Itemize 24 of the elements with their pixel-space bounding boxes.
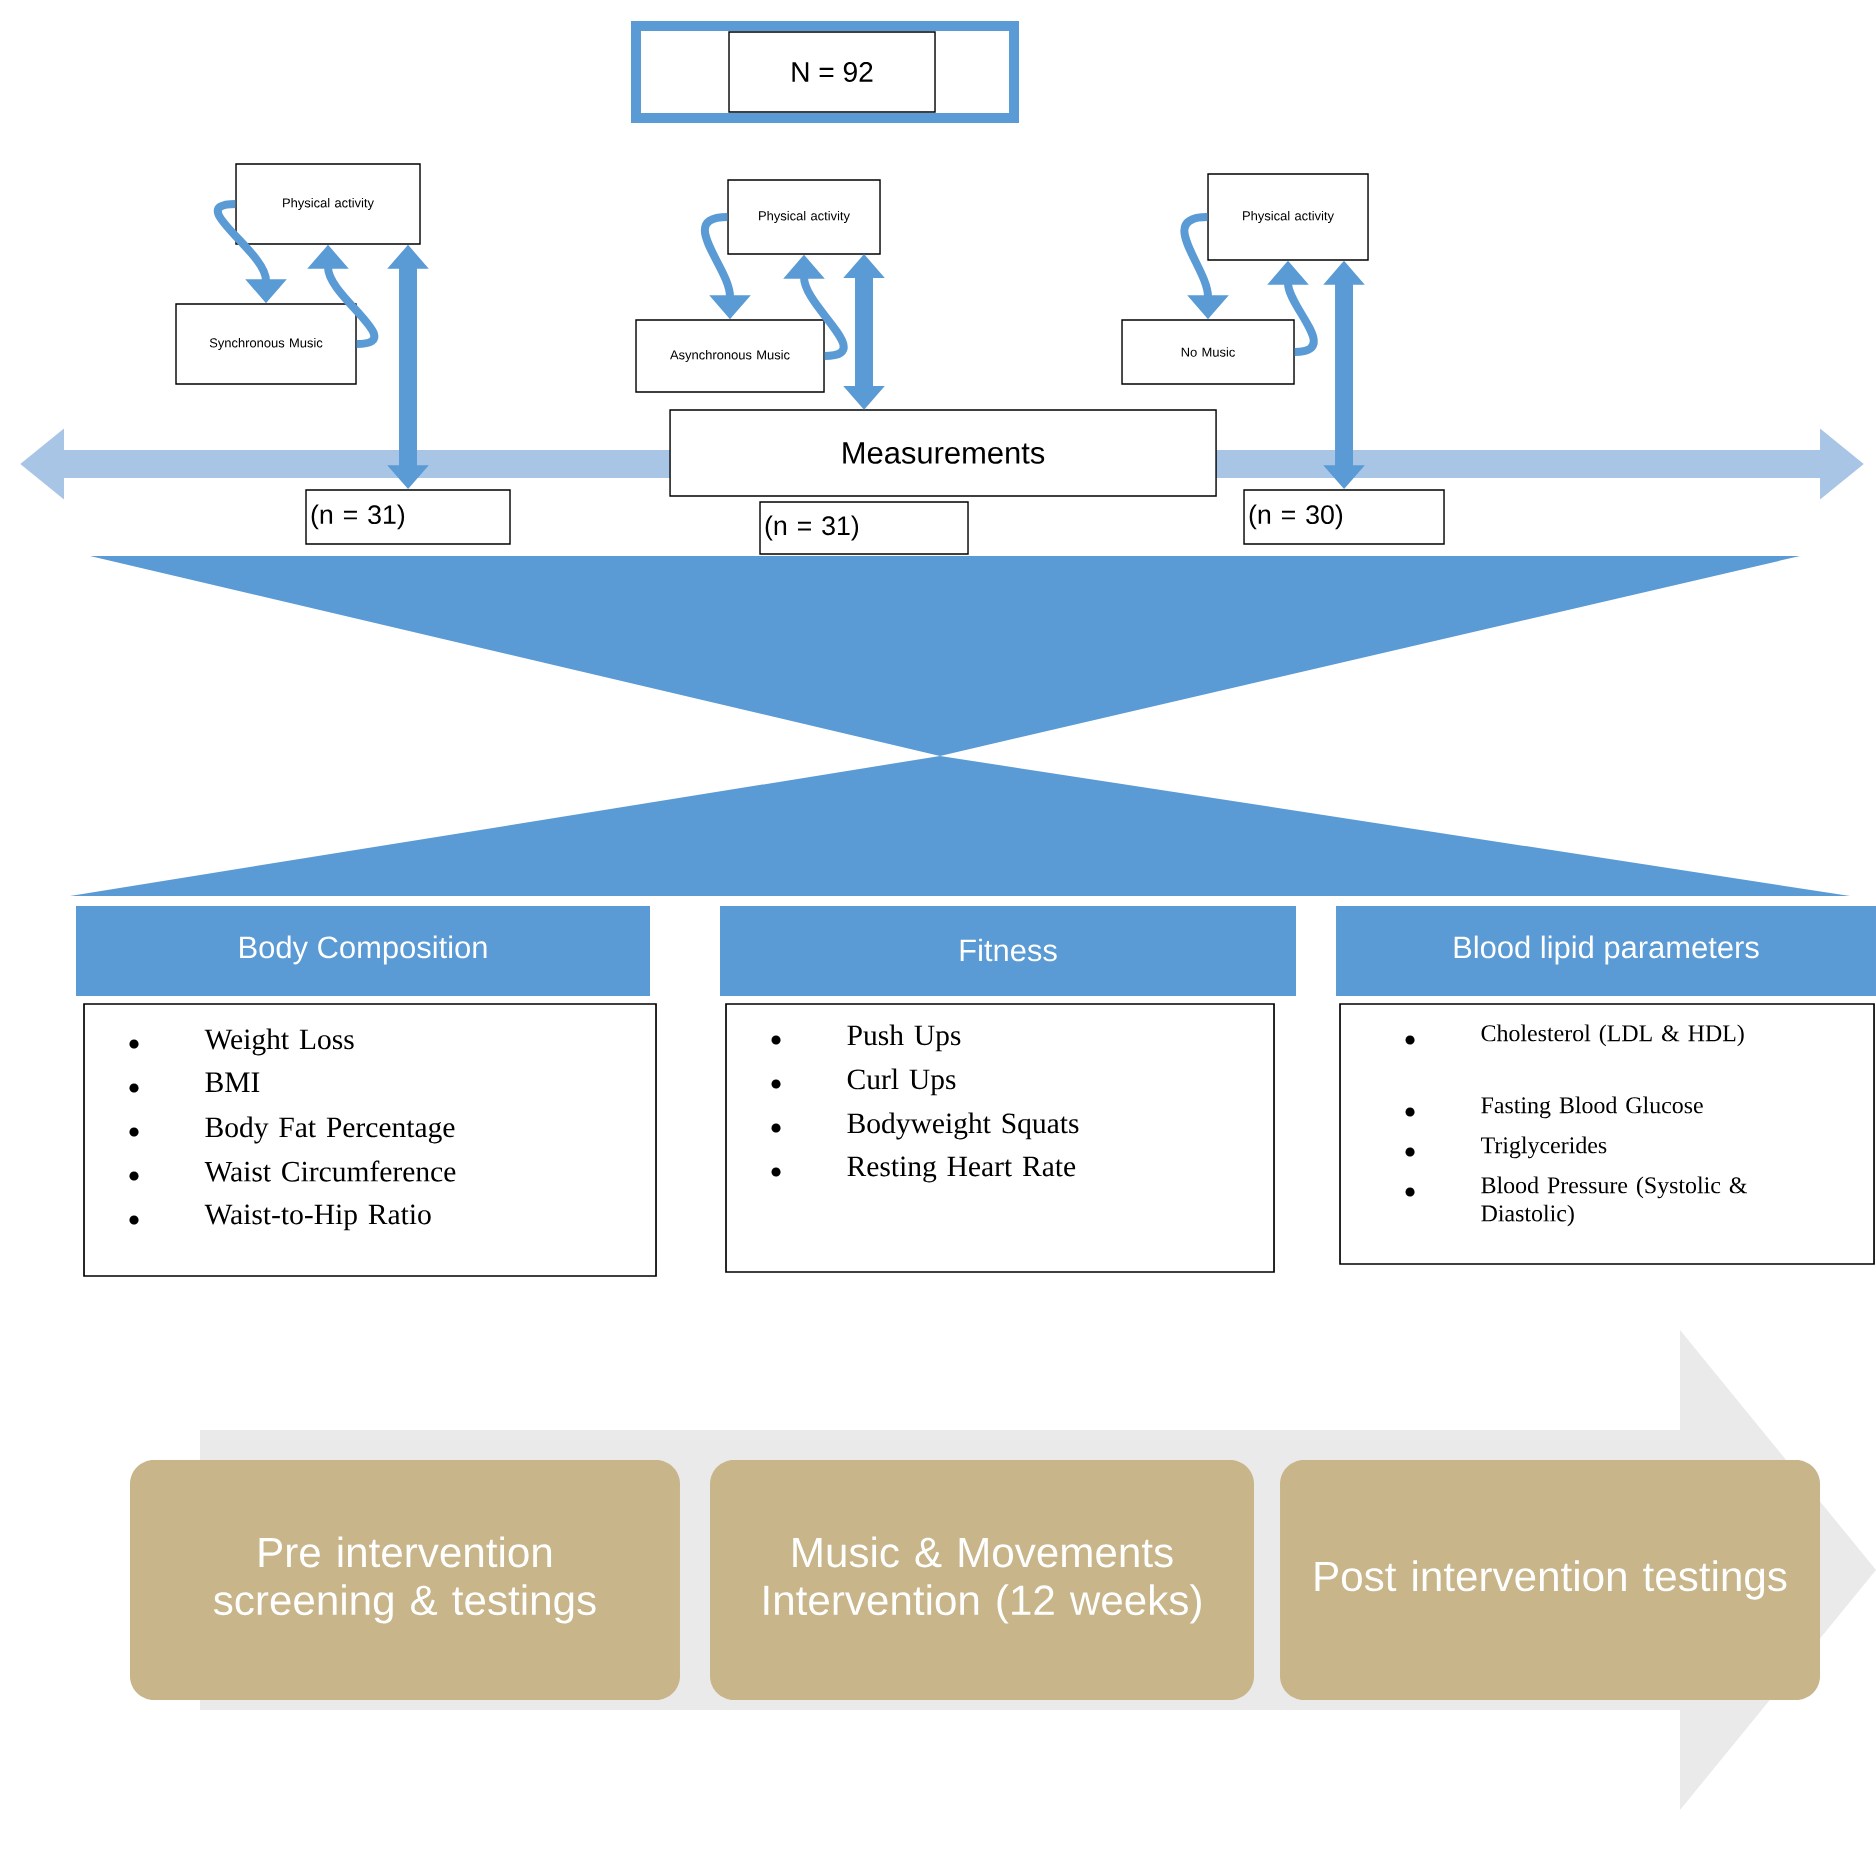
bullet-item: Cholesterol (LDL & HDL) bbox=[1405, 1024, 1744, 1047]
bullet-item: Bodyweight Squats bbox=[771, 1112, 1079, 1140]
measurements-box: Measurements bbox=[669, 409, 1217, 497]
bullet-item: Curl Ups bbox=[771, 1068, 956, 1096]
group-size-box: (n = 30) bbox=[1243, 489, 1445, 545]
bullet-item: Weight Loss bbox=[129, 1028, 354, 1056]
bullet-item: Push Ups bbox=[771, 1024, 961, 1052]
node-label: Body Composition bbox=[240, 935, 487, 965]
group-size-box: (n = 31) bbox=[305, 489, 511, 545]
bullet-item: Resting Heart Rate bbox=[771, 1156, 1076, 1183]
stage-box: Pre intervention screening & testings bbox=[129, 1460, 680, 1700]
bullet-item: Waist Circumference bbox=[129, 1160, 456, 1182]
node-label: Blood lipid parameters bbox=[1454, 935, 1759, 965]
stage-box: Post intervention testings bbox=[1280, 1460, 1821, 1700]
group-size-box: (n = 31) bbox=[759, 501, 969, 555]
sample-box: N = 92 bbox=[631, 20, 1020, 123]
bullet-item: Blood Pressure (Systolic & Diastolic) bbox=[1405, 1176, 1747, 1227]
node-label: Fitness bbox=[960, 938, 1057, 962]
bullet-item: Waist-to-Hip Ratio bbox=[129, 1204, 431, 1231]
stage-box: Music & Movements Intervention (12 weeks) bbox=[710, 1460, 1254, 1700]
bullet-item: Fasting Blood Glucose bbox=[1405, 1096, 1703, 1119]
bullet-item: BMI bbox=[129, 1072, 260, 1093]
bullet-item: Body Fat Percentage bbox=[129, 1116, 455, 1144]
bullet-item: Triglycerides bbox=[1405, 1136, 1607, 1159]
